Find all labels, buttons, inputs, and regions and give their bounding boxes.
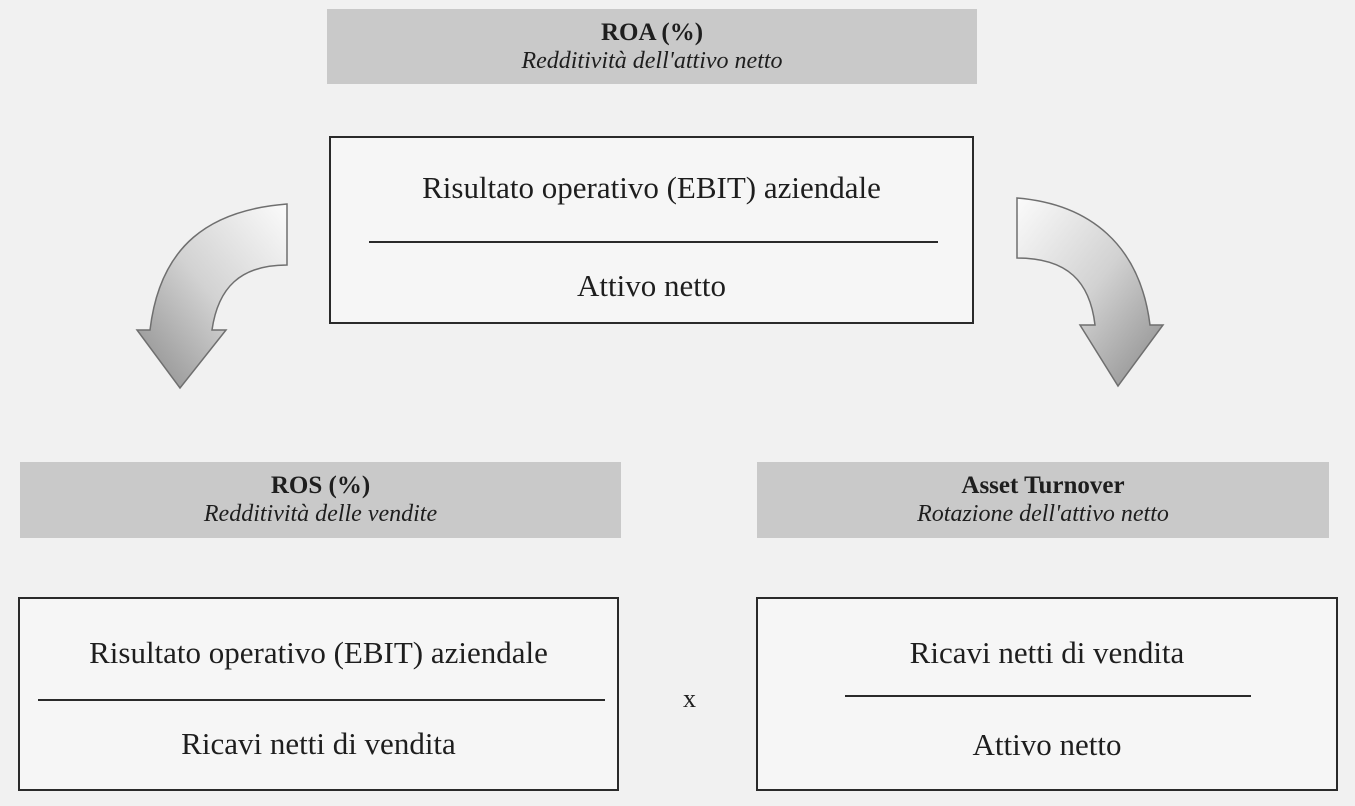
roa-header: ROA (%) Redditività dell'attivo netto [327, 9, 977, 84]
asset-turnover-title: Asset Turnover [961, 472, 1125, 499]
ros-header: ROS (%) Redditività delle vendite [20, 462, 621, 538]
roa-fraction-line [369, 241, 938, 243]
roa-title: ROA (%) [600, 19, 704, 46]
roa-formula-box: Risultato operativo (EBIT) aziendale Att… [329, 136, 974, 324]
ros-numerator: Risultato operativo (EBIT) aziendale [89, 635, 548, 670]
asset-turnover-denominator: Attivo netto [972, 727, 1122, 762]
asset-turnover-formula-box: Ricavi netti di vendita Attivo netto [756, 597, 1338, 791]
asset-turnover-fraction-line [845, 695, 1251, 697]
ros-subtitle: Redditività delle vendite [203, 501, 438, 527]
ros-fraction-line [38, 699, 605, 701]
roa-subtitle: Redditività dell'attivo netto [521, 48, 783, 74]
ros-title: ROS (%) [270, 472, 371, 499]
ros-formula-box: Risultato operativo (EBIT) aziendale Ric… [18, 597, 619, 791]
curved-arrow-down-right-icon [1016, 197, 1165, 388]
roa-denominator: Attivo netto [577, 268, 726, 303]
asset-turnover-numerator: Ricavi netti di vendita [909, 635, 1185, 670]
multiply-operator: x [683, 684, 696, 713]
ros-denominator: Ricavi netti di vendita [181, 726, 456, 761]
roa-numerator: Risultato operativo (EBIT) aziendale [422, 170, 881, 205]
asset-turnover-subtitle: Rotazione dell'attivo netto [917, 501, 1169, 527]
asset-turnover-header: Asset Turnover Rotazione dell'attivo net… [757, 462, 1329, 538]
curved-arrow-down-left-icon [135, 203, 288, 390]
